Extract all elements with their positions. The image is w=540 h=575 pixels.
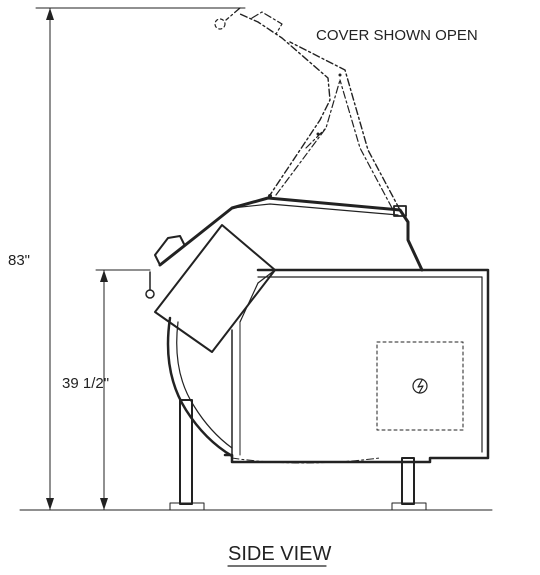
view-title: SIDE VIEW — [228, 543, 331, 565]
open-cover-outline — [214, 7, 407, 217]
overall-height-label: 83" — [8, 252, 30, 269]
electrical-box — [376, 341, 464, 431]
dimension-lines — [19, 7, 493, 511]
cover-shown-open-label: COVER SHOWN OPEN — [316, 27, 478, 44]
rim-height-label: 39 1/2" — [62, 375, 109, 392]
kettle-legs — [169, 399, 427, 511]
kettle-body — [145, 196, 490, 464]
